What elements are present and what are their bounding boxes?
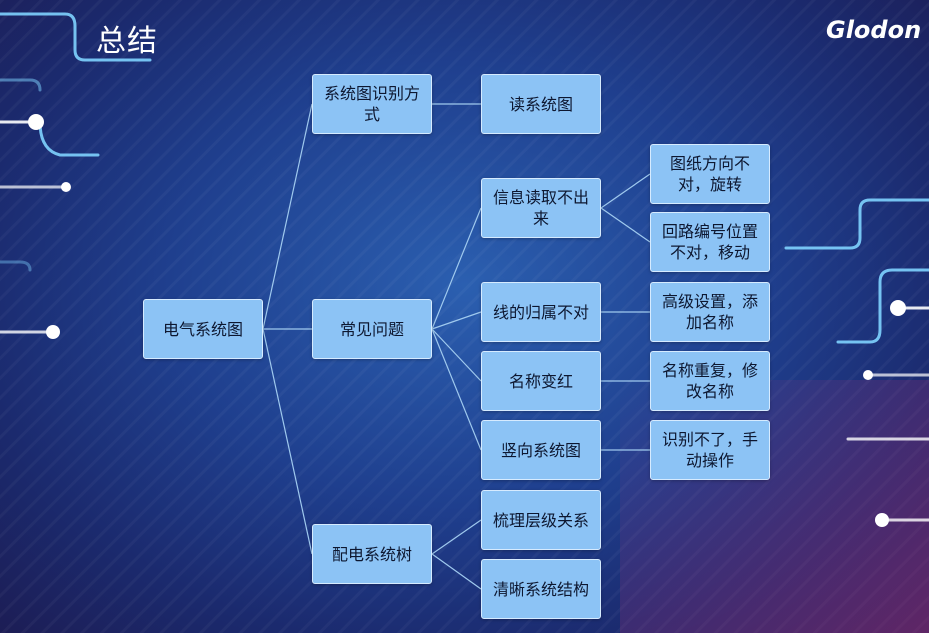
- connector-problems-name: [431, 328, 482, 382]
- node-manual: 识别不了，手动操作: [650, 420, 770, 480]
- connector-tree-clear: [431, 553, 482, 590]
- connector-problems-vertical: [431, 328, 482, 451]
- left-dot-3: [46, 325, 60, 339]
- node-sort-levels-label: 梳理层级关系: [492, 510, 589, 530]
- node-vertical: 竖向系统图: [481, 420, 601, 480]
- node-rename: 名称重复，修改名称: [650, 351, 770, 411]
- node-name-red-label: 名称变红: [508, 371, 573, 391]
- node-problems-label: 常见问题: [339, 319, 404, 339]
- node-clear-structure-label: 清晰系统结构: [492, 579, 589, 599]
- connector-tree-sort: [431, 519, 482, 555]
- node-rotate-label: 图纸方向不对，旋转: [669, 154, 750, 194]
- node-rotate: 图纸方向不对，旋转: [650, 144, 770, 204]
- node-root-label: 电气系统图: [162, 319, 243, 339]
- connector-info-rotate: [600, 173, 651, 209]
- node-wire-owner-label: 线的归属不对: [492, 302, 589, 322]
- node-info-unreadable: 信息读取不出来: [481, 178, 601, 238]
- node-clear-structure: 清晰系统结构: [481, 559, 601, 619]
- connector-info-move: [600, 207, 651, 243]
- right-dot-3: [875, 513, 889, 527]
- node-read-label: 读系统图: [508, 94, 573, 114]
- glodon-logo: Glodon: [826, 16, 922, 44]
- node-rename-label: 名称重复，修改名称: [661, 361, 758, 401]
- node-problems: 常见问题: [312, 299, 432, 359]
- node-root: 电气系统图: [143, 299, 263, 359]
- page-title: 总结: [96, 24, 158, 59]
- connector-root-identify: [262, 103, 313, 330]
- connector-problems-wire: [431, 311, 482, 330]
- node-add-name-label: 高级设置，添加名称: [661, 292, 758, 332]
- node-name-red: 名称变红: [481, 351, 601, 411]
- left-circuit-lines: [0, 12, 152, 334]
- node-wire-owner: 线的归属不对: [481, 282, 601, 342]
- connector-root-tree: [262, 328, 313, 555]
- node-tree-label: 配电系统树: [331, 544, 412, 564]
- node-tree: 配电系统树: [312, 524, 432, 584]
- node-vertical-label: 竖向系统图: [500, 440, 581, 460]
- right-dot-1: [890, 300, 906, 316]
- left-dot-1: [28, 114, 44, 130]
- node-sort-levels: 梳理层级关系: [481, 490, 601, 550]
- node-manual-label: 识别不了，手动操作: [661, 430, 758, 470]
- node-identify-label: 系统图识别方式: [323, 84, 420, 124]
- node-read: 读系统图: [481, 74, 601, 134]
- node-info-unreadable-label: 信息读取不出来: [492, 188, 589, 228]
- connector-problems-info: [431, 207, 482, 330]
- node-add-name: 高级设置，添加名称: [650, 282, 770, 342]
- node-move: 回路编号位置不对，移动: [650, 212, 770, 272]
- left-dot-2: [61, 182, 71, 192]
- right-dot-2: [863, 370, 873, 380]
- node-move-label: 回路编号位置不对，移动: [661, 222, 758, 262]
- node-identify: 系统图识别方式: [312, 74, 432, 134]
